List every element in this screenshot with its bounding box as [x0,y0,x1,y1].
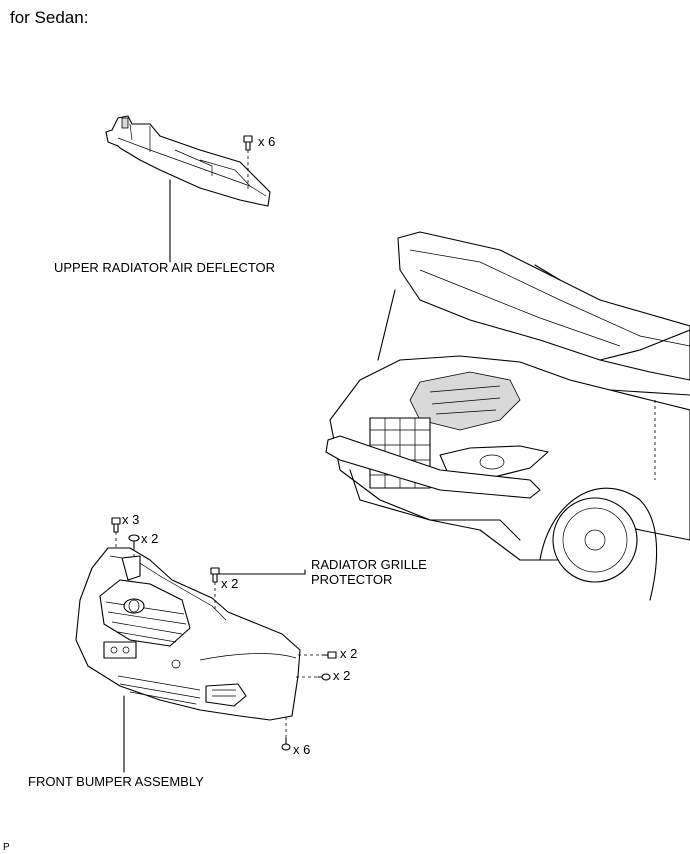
side-screws-upper-quantity: x 2 [340,646,358,661]
grille-clips-quantity: x 2 [221,576,239,591]
side-screws-lower-quantity: x 2 [333,668,351,683]
upper-radiator-air-deflector-label: UPPER RADIATOR AIR DEFLECTOR [54,260,276,275]
side-screw-upper-icon [298,651,337,659]
bumper-top-screws-quantity: x 2 [141,531,159,546]
vehicle-front-illustration [325,231,690,601]
deflector-clips-quantity: x 6 [258,134,276,149]
bumper-top-screw-icon [128,534,140,560]
front-bumper-illustration [75,547,301,721]
bottom-screws-quantity: x 6 [293,742,311,757]
deflector-clip-icon [243,135,253,190]
radiator-grille-protector-label-line1: RADIATOR GRILLE [311,557,427,572]
front-bumper-assembly-label: FRONT BUMPER ASSEMBLY [28,774,204,789]
side-screw-lower-icon [296,673,331,681]
bumper-top-clips-quantity: x 3 [122,512,140,527]
bumper-top-clip-icon [111,517,121,550]
upper-radiator-air-deflector-illustration [105,115,271,207]
page-heading: for Sedan: [10,8,89,27]
grille-protector-leader-line [217,569,306,575]
footer-code: P [3,842,10,853]
radiator-grille-protector-label-line2: PROTECTOR [311,572,393,587]
grille-clip-icon [210,567,220,612]
bottom-screw-icon [281,716,291,751]
